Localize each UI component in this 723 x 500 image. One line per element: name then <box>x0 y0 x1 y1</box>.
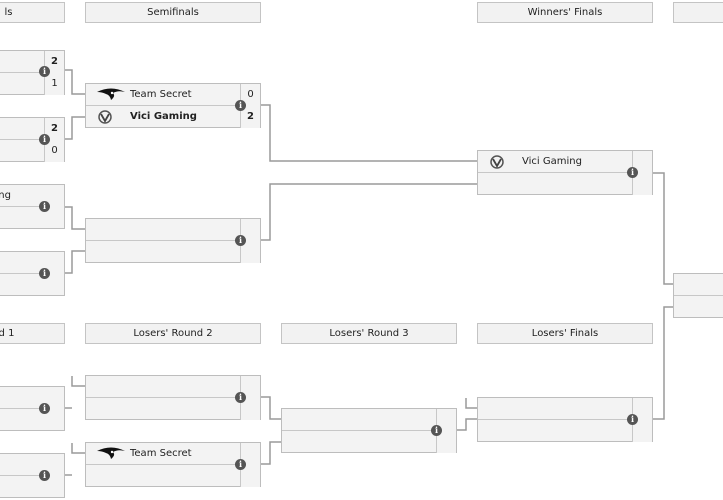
slot-team1[interactable] <box>86 375 260 398</box>
score: 2 <box>240 106 260 128</box>
slot-team1[interactable]: 2 <box>0 117 64 140</box>
team-name: Team Secret <box>130 89 192 100</box>
score <box>436 408 456 431</box>
match-upper-r1-1[interactable]: 2 1 <box>0 50 65 95</box>
score <box>240 465 260 487</box>
match-losers-r2-1[interactable] <box>85 375 261 420</box>
vici-gaming-logo <box>98 110 112 124</box>
header-losers-finals: Losers' Finals <box>477 323 653 344</box>
score <box>240 218 260 241</box>
team-name: Team Secret <box>130 448 192 459</box>
match-winners-finals[interactable]: Vici Gaming <box>477 150 653 195</box>
header-winners-finals: Winners' Finals <box>477 2 653 23</box>
score: 2 <box>44 50 64 73</box>
header-semifinals: Semifinals <box>85 2 261 23</box>
header-losers-round3: Losers' Round 3 <box>281 323 457 344</box>
team-name: Young <box>0 190 11 201</box>
info-icon[interactable]: i <box>431 425 442 436</box>
match-upper-r1-4[interactable]: n <box>0 251 65 296</box>
score <box>632 397 652 420</box>
slot-team1[interactable] <box>478 397 652 420</box>
info-icon[interactable]: i <box>39 403 50 414</box>
info-icon[interactable]: i <box>39 66 50 77</box>
slot-team2[interactable] <box>86 398 260 420</box>
match-losers-r1-2[interactable] <box>0 453 65 498</box>
slot-divider <box>0 408 46 409</box>
match-losers-r1-1[interactable] <box>0 386 65 431</box>
info-icon[interactable]: i <box>235 100 246 111</box>
match-semifinal-2[interactable] <box>85 218 261 263</box>
info-icon[interactable]: i <box>235 235 246 246</box>
score <box>240 398 260 420</box>
match-semifinal-1[interactable]: Team Secret 0 Vici Gaming 2 <box>85 83 261 128</box>
info-icon[interactable]: i <box>627 414 638 425</box>
slot-divider <box>0 475 46 476</box>
score <box>632 173 652 195</box>
info-icon[interactable]: i <box>39 201 50 212</box>
score <box>632 150 652 173</box>
slot-team2[interactable]: 1 <box>0 73 64 95</box>
slot-team-secret[interactable]: Team Secret <box>86 442 260 465</box>
slot-divider <box>674 295 723 296</box>
slot-team2[interactable] <box>282 431 456 453</box>
slot-team2[interactable] <box>478 420 652 442</box>
info-icon[interactable]: i <box>39 268 50 279</box>
header-losers-round2: Losers' Round 2 <box>85 323 261 344</box>
match-grand-finals[interactable] <box>673 273 723 318</box>
match-upper-r1-3[interactable]: Young <box>0 184 65 229</box>
info-icon[interactable]: i <box>627 167 638 178</box>
score <box>240 442 260 465</box>
match-upper-r1-2[interactable]: 2 0 <box>0 117 65 162</box>
score <box>240 375 260 398</box>
slot-vici-gaming[interactable]: Vici Gaming <box>478 150 652 173</box>
score <box>436 431 456 453</box>
slot-team1[interactable] <box>86 218 260 241</box>
slot-team2[interactable] <box>478 173 652 195</box>
slot-team2[interactable]: n <box>0 274 64 296</box>
team-name: Vici Gaming <box>130 111 197 122</box>
slot-team-secret[interactable]: Team Secret 0 <box>86 83 260 106</box>
match-losers-finals[interactable] <box>477 397 653 442</box>
slot-divider <box>0 273 46 274</box>
info-icon[interactable]: i <box>235 459 246 470</box>
info-icon[interactable]: i <box>39 134 50 145</box>
team-secret-logo <box>97 447 125 459</box>
score <box>240 241 260 263</box>
slot-team2[interactable] <box>86 241 260 263</box>
match-losers-r3[interactable] <box>281 408 457 453</box>
header-grand-finals <box>673 2 723 23</box>
header-round1: ls <box>0 2 65 23</box>
score <box>632 420 652 442</box>
score: 0 <box>44 140 64 162</box>
info-icon[interactable]: i <box>39 470 50 481</box>
slot-team1[interactable]: 2 <box>0 50 64 73</box>
vici-gaming-logo <box>490 155 504 169</box>
slot-divider <box>0 206 46 207</box>
slot-team2[interactable]: 0 <box>0 140 64 162</box>
score: 2 <box>44 117 64 140</box>
header-losers-round1: d 1 <box>0 323 65 344</box>
team-secret-logo <box>97 88 125 100</box>
score: 1 <box>44 73 64 95</box>
score: 0 <box>240 83 260 106</box>
team-name: Vici Gaming <box>522 156 582 167</box>
slot-team1[interactable] <box>282 408 456 431</box>
slot-vici-gaming[interactable]: Vici Gaming 2 <box>86 106 260 128</box>
slot-team2[interactable] <box>86 465 260 487</box>
info-icon[interactable]: i <box>235 392 246 403</box>
slot-team1[interactable]: Young <box>0 185 64 207</box>
match-losers-r2-2[interactable]: Team Secret <box>85 442 261 487</box>
